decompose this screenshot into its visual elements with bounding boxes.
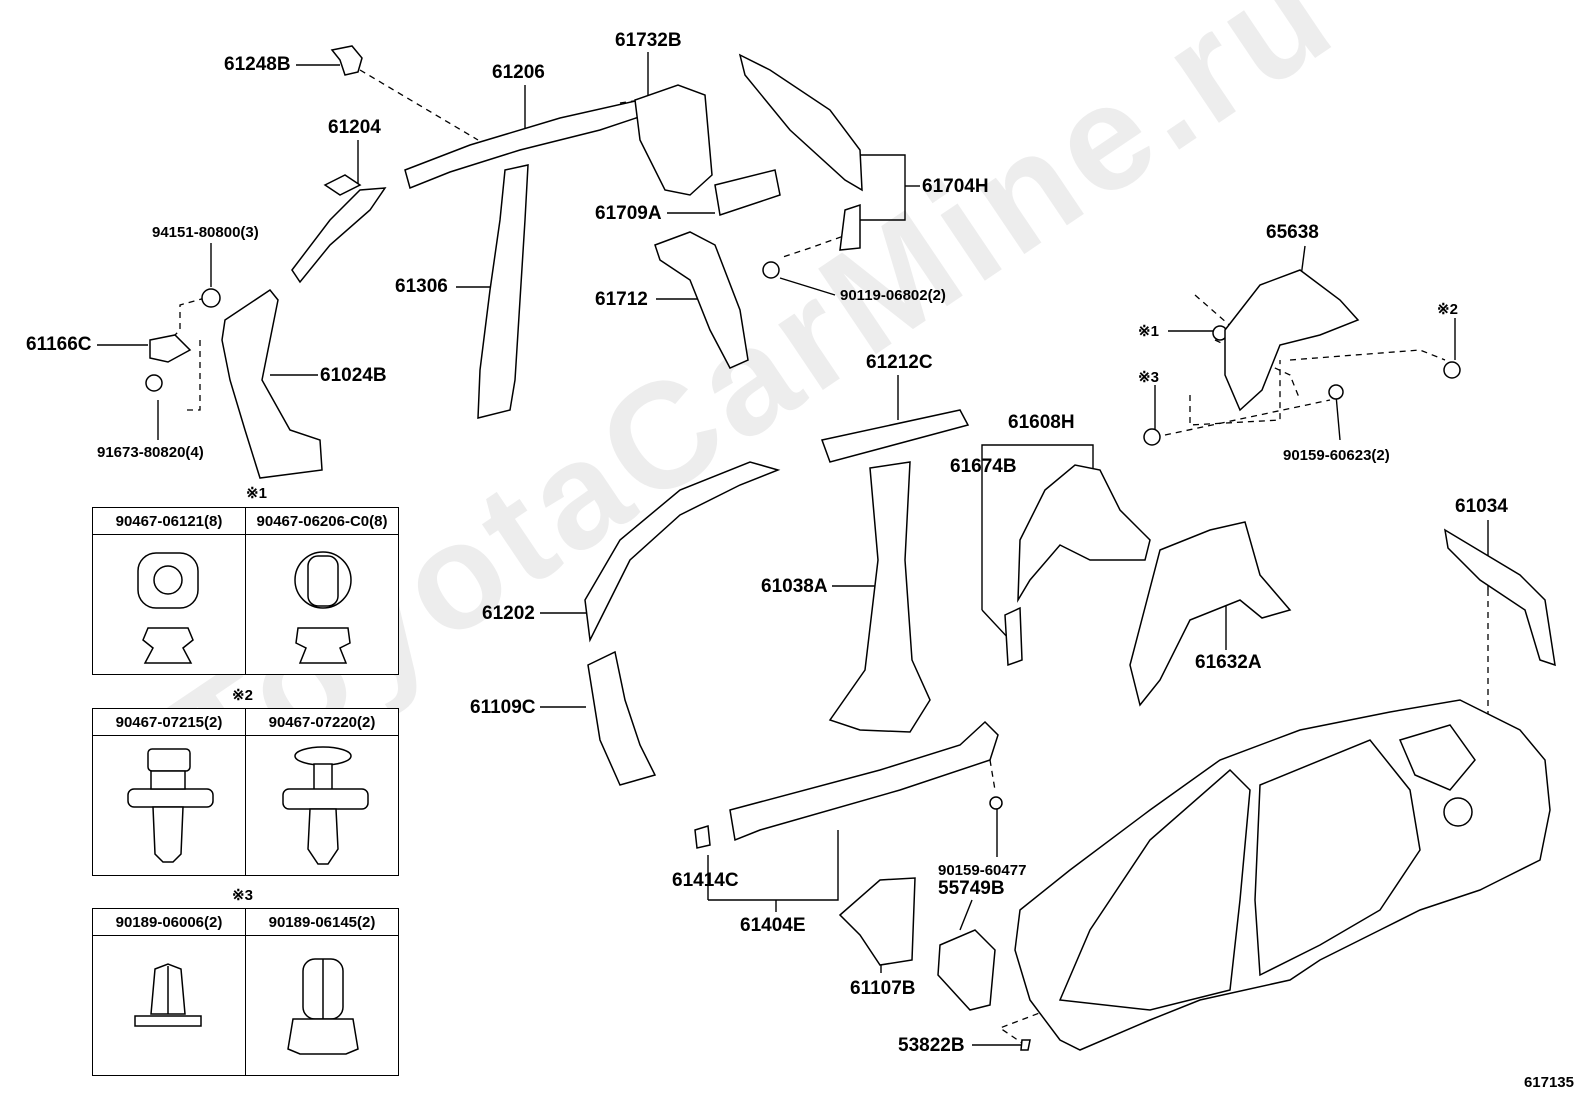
label-61109C[interactable]: 61109C: [470, 697, 536, 718]
part-61712: [654, 231, 749, 369]
part-61732B: [634, 84, 713, 196]
fastener-90119: [762, 261, 780, 279]
part-61404E: [729, 720, 999, 842]
part-61204-tab: [323, 174, 362, 196]
clip-90189-06006-figure: [134, 963, 202, 1027]
label-61204[interactable]: 61204: [328, 117, 381, 138]
part-61709A: [714, 169, 781, 216]
fastener-94151: [201, 288, 221, 308]
label-90159-60477[interactable]: 90159-60477: [938, 862, 1027, 879]
label-65638[interactable]: 65638: [1266, 222, 1319, 243]
clip-90467-07215-figure: [127, 748, 214, 863]
clip-90189-06145-figure: [287, 958, 359, 1055]
part-61608H: [1017, 464, 1151, 603]
label-61704H[interactable]: 61704H: [922, 176, 989, 197]
clip-m2: [1443, 361, 1461, 379]
label-61306[interactable]: 61306: [395, 276, 448, 297]
label-61712[interactable]: 61712: [595, 289, 648, 310]
part-61306: [477, 164, 529, 419]
clip-table-3-right-header[interactable]: 90189-06145(2): [246, 909, 398, 936]
label-61212C[interactable]: 61212C: [866, 352, 933, 373]
mark-2-on-diagram: ※2: [1437, 301, 1458, 318]
part-61704H-lower: [839, 203, 861, 251]
part-61704H: [738, 53, 863, 192]
label-61608H[interactable]: 61608H: [1008, 412, 1075, 433]
label-90119-06802[interactable]: 90119-06802(2): [840, 287, 946, 304]
fastener-90159b: [989, 796, 1003, 810]
label-61414C[interactable]: 61414C: [672, 870, 739, 891]
fastener-91673: [145, 374, 163, 392]
part-61206: [404, 99, 662, 190]
label-61709A[interactable]: 61709A: [595, 203, 662, 224]
clip-90467-07220-figure: [282, 746, 369, 865]
clip-table-1-right-header[interactable]: 90467-06206-C0(8): [246, 508, 398, 535]
clip-table-2-divider: [245, 709, 246, 875]
clip-table-2-right-header[interactable]: 90467-07220(2): [246, 709, 398, 736]
clip-table-3-mark: ※3: [232, 887, 253, 904]
clip-90467-06121-figure: [137, 552, 199, 664]
clip-table-3: 90189-06006(2) 90189-06145(2): [92, 908, 399, 1076]
label-61034[interactable]: 61034: [1455, 496, 1508, 517]
label-61202[interactable]: 61202: [482, 603, 535, 624]
clip-table-2: 90467-07215(2) 90467-07220(2): [92, 708, 399, 876]
part-55749B: [937, 929, 996, 1011]
mark-3-on-diagram: ※3: [1138, 369, 1159, 386]
part-61212C: [821, 409, 970, 463]
part-61024B: [221, 288, 323, 479]
clip-table-1-mark: ※1: [246, 485, 267, 502]
part-65638: [1224, 269, 1360, 412]
label-61248B[interactable]: 61248B: [224, 54, 291, 75]
diagram-reference-number: 617135: [1523, 1074, 1574, 1091]
side-panel-front-door-opening: [1058, 768, 1251, 1011]
clip-table-2-left-header[interactable]: 90467-07215(2): [93, 709, 245, 736]
label-61632A[interactable]: 61632A: [1195, 652, 1262, 673]
clip-table-2-mark: ※2: [232, 687, 253, 704]
fastener-90159a: [1328, 384, 1344, 400]
part-61038A: [828, 461, 931, 733]
label-61404E[interactable]: 61404E: [740, 915, 806, 936]
part-61414C: [694, 825, 711, 849]
label-61674B[interactable]: 61674B: [950, 456, 1017, 477]
label-55749B[interactable]: 55749B: [938, 878, 1005, 899]
clip-90467-06206-figure: [294, 551, 352, 664]
clip-m3: [1143, 428, 1161, 446]
clip-table-1: 90467-06121(8) 90467-06206-C0(8): [92, 507, 399, 675]
part-61107B: [838, 877, 916, 966]
part-61674B: [1004, 606, 1023, 667]
side-panel-rear-door-opening: [1254, 739, 1421, 977]
label-61732B[interactable]: 61732B: [615, 30, 682, 51]
side-panel-quarter-window: [1398, 724, 1476, 791]
label-61206[interactable]: 61206: [492, 62, 545, 83]
part-61632A: [1129, 521, 1292, 707]
part-61202: [584, 461, 781, 643]
mark-1-on-diagram: ※1: [1138, 323, 1159, 340]
side-panel-fuel-opening: [1443, 797, 1473, 827]
part-61034: [1443, 528, 1556, 667]
part-61109C: [587, 650, 657, 786]
label-61166C[interactable]: 61166C: [26, 334, 92, 355]
label-53822B[interactable]: 53822B: [898, 1035, 965, 1056]
label-94151-80800[interactable]: 94151-80800(3): [152, 224, 259, 241]
part-61204: [291, 187, 387, 284]
clip-table-3-left-header[interactable]: 90189-06006(2): [93, 909, 245, 936]
part-53822B: [1020, 1039, 1031, 1051]
label-90159-60623[interactable]: 90159-60623(2): [1283, 447, 1390, 464]
label-91673-80820[interactable]: 91673-80820(4): [97, 444, 204, 461]
clip-table-3-divider: [245, 909, 246, 1075]
clip-table-1-left-header[interactable]: 90467-06121(8): [93, 508, 245, 535]
part-61166C: [149, 334, 192, 363]
part-61248B: [330, 45, 363, 76]
label-61107B[interactable]: 61107B: [850, 978, 916, 999]
label-61024B[interactable]: 61024B: [320, 365, 387, 386]
label-61038A[interactable]: 61038A: [761, 576, 828, 597]
clip-table-1-divider: [245, 508, 246, 674]
